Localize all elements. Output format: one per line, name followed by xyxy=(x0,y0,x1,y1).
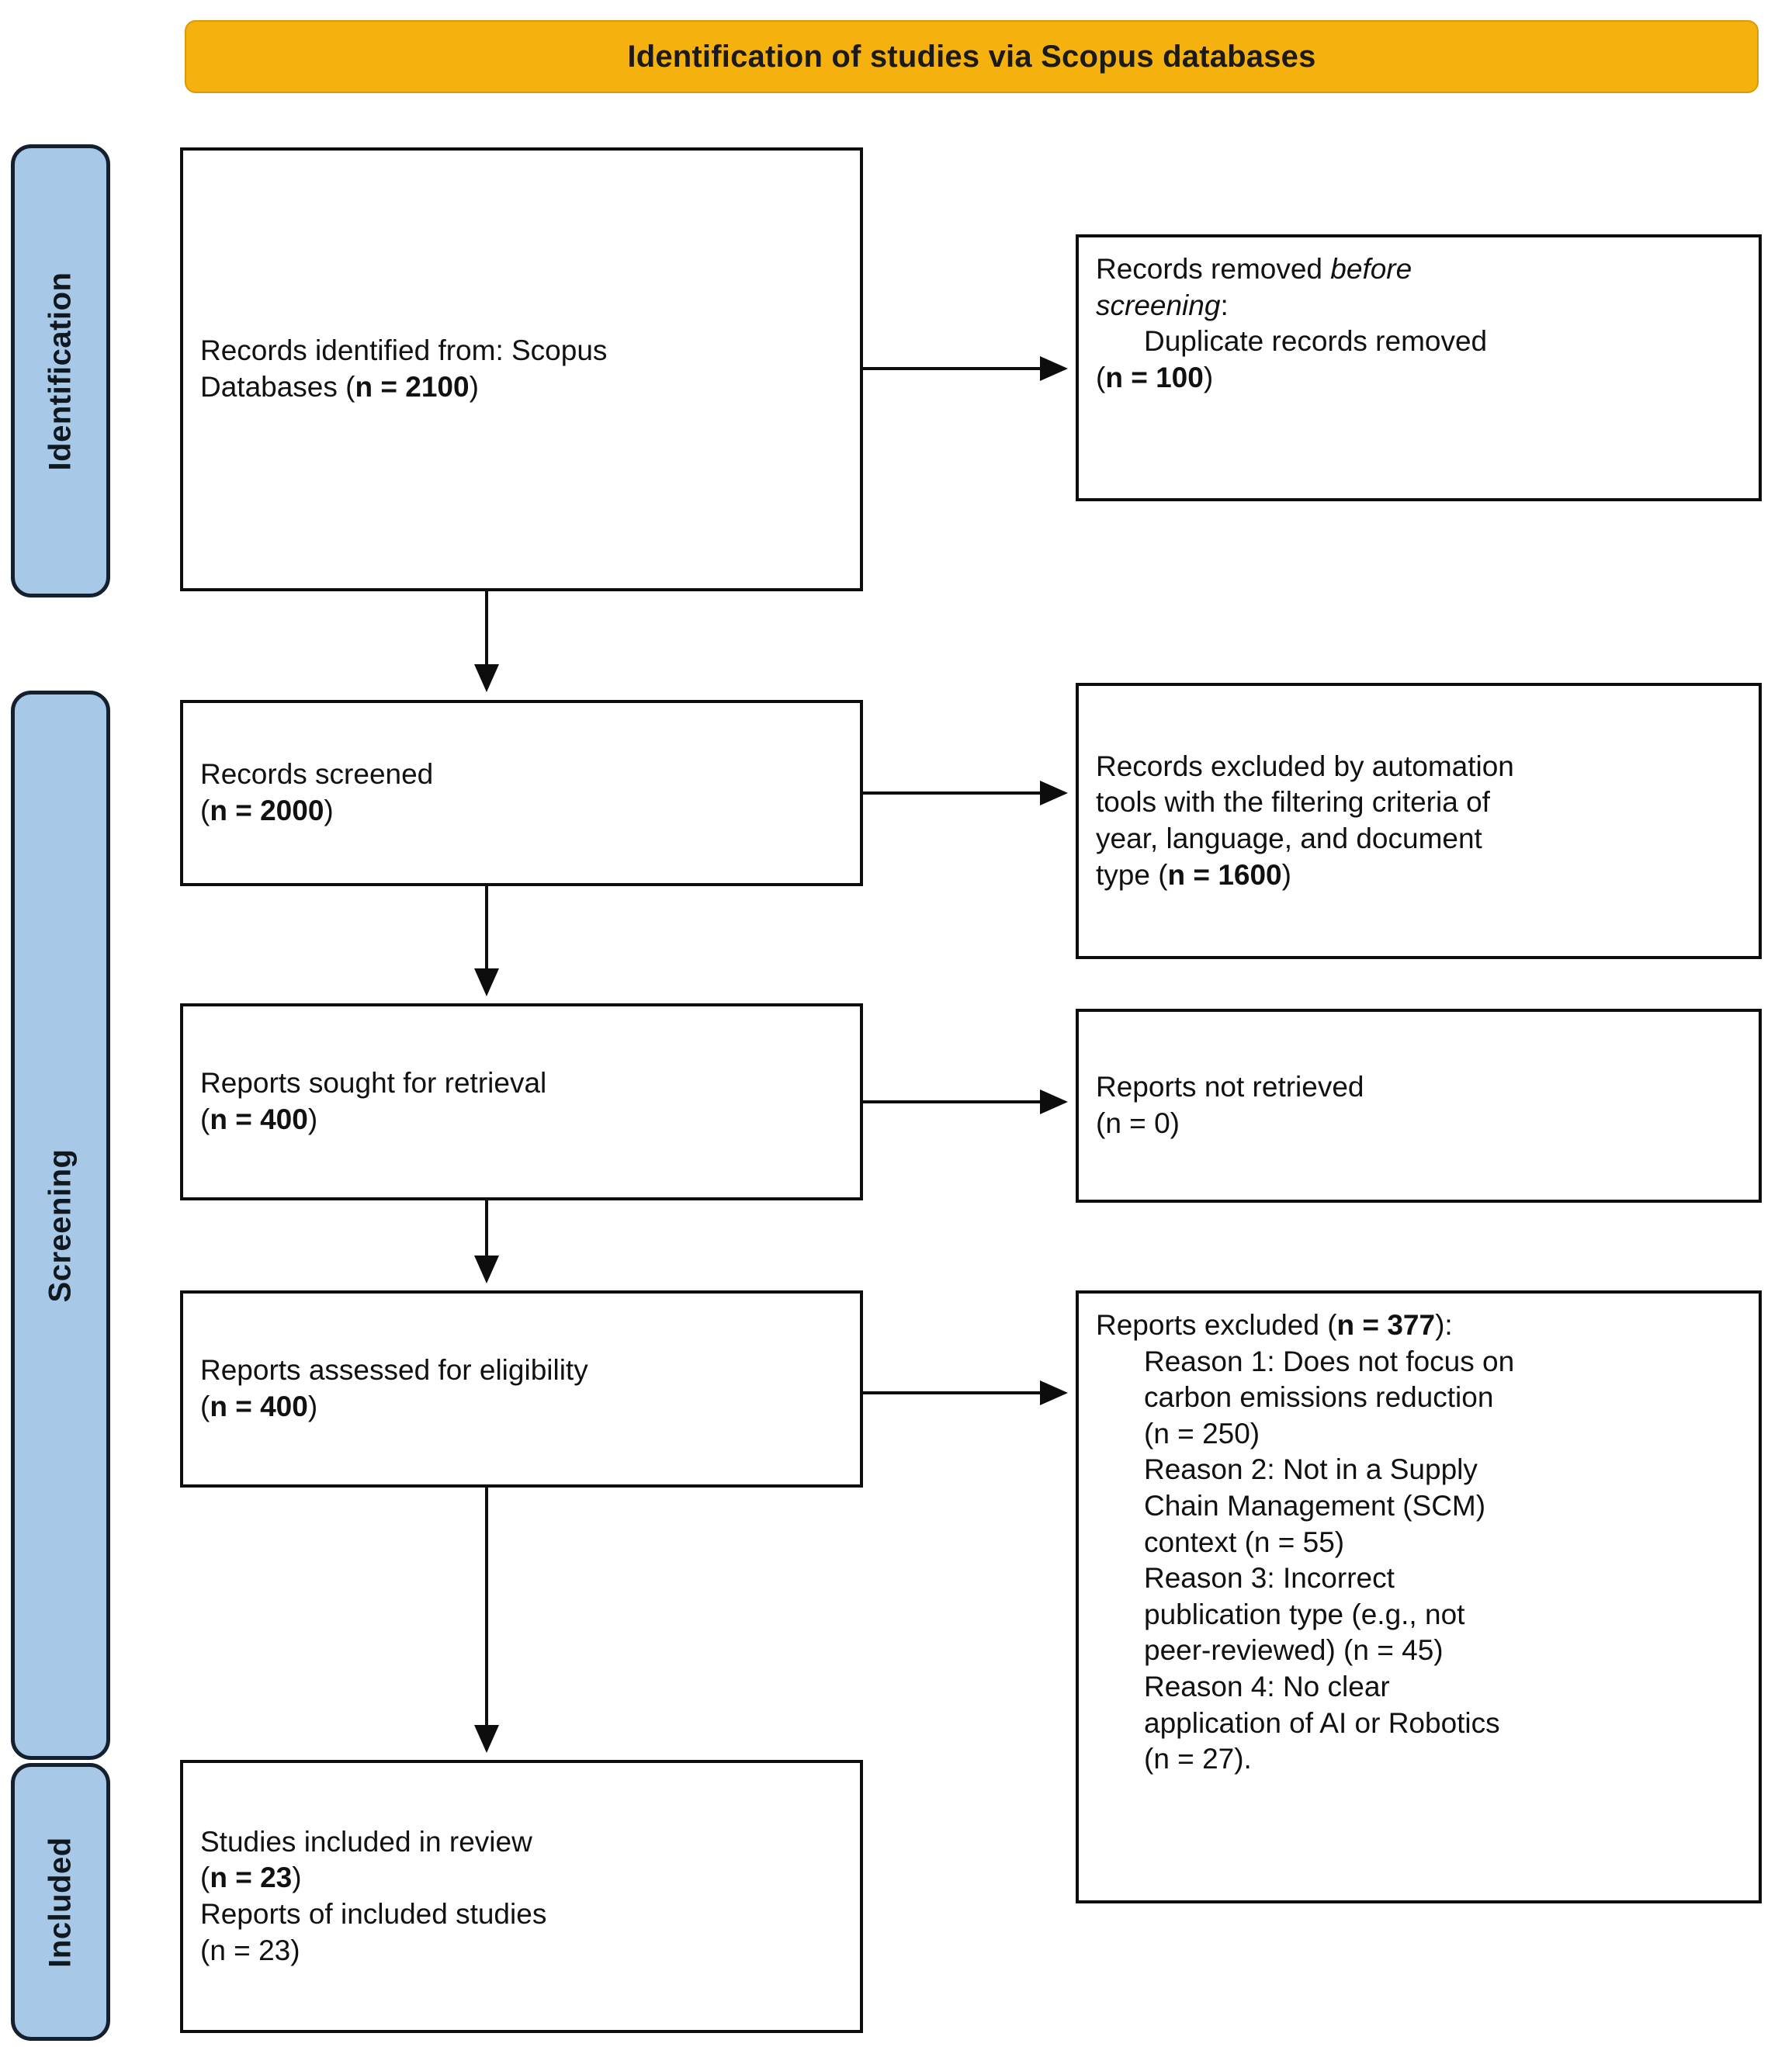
reports-assessed-count: n = 400 xyxy=(210,1391,308,1422)
studies-included-line-3: Reports of included studies xyxy=(200,1898,547,1930)
stage-bar-identification: Identification xyxy=(11,144,110,597)
reason-4-line-a: Reason 4: No clear xyxy=(1144,1671,1390,1703)
reason-4-line-c: (n = 27). xyxy=(1144,1743,1252,1775)
records-screened-paren-close: ) xyxy=(324,795,334,826)
reason-2-line-c: context (n = 55) xyxy=(1144,1526,1345,1558)
stage-label-included: Included xyxy=(43,1836,78,1968)
box-records-screened: Records screened (n = 2000) xyxy=(180,700,863,886)
reports-sought-line-2: (n = 400) xyxy=(200,1102,843,1138)
reports-sought-count: n = 400 xyxy=(210,1103,308,1135)
reason-4-line-b: application of AI or Robotics xyxy=(1144,1706,1500,1739)
reports-excluded-prefix: Reports excluded ( xyxy=(1096,1309,1337,1341)
studies-included-line-2: (n = 23) xyxy=(200,1860,843,1896)
stage-label-identification: Identification xyxy=(43,272,78,470)
reason-1-line-c: (n = 250) xyxy=(1144,1417,1260,1450)
reports-excluded-suffix: ): xyxy=(1435,1309,1453,1341)
auto-excluded-line-2: tools with the filtering criteria of xyxy=(1096,786,1490,819)
records-identified-prefix: Databases ( xyxy=(200,371,355,403)
stage-bar-screening: Screening xyxy=(11,691,110,1760)
reports-assessed-line-2: (n = 400) xyxy=(200,1389,843,1425)
reports-sought-paren-open: ( xyxy=(200,1103,210,1135)
reason-1-line-a: Reason 1: Does not focus on xyxy=(1144,1345,1515,1377)
records-identified-count: n = 2100 xyxy=(355,371,470,403)
reports-not-retrieved-line-2: (n = 0) xyxy=(1096,1107,1180,1139)
studies-included-line-1: Studies included in review xyxy=(200,1825,532,1858)
reason-3-line-b: publication type (e.g., not xyxy=(1144,1598,1465,1630)
reason-2-line-b: Chain Management (SCM) xyxy=(1144,1490,1486,1522)
auto-excluded-line-1: Records excluded by automation xyxy=(1096,750,1514,782)
box-reports-sought: Reports sought for retrieval (n = 400) xyxy=(180,1003,863,1200)
records-removed-count: n = 100 xyxy=(1105,361,1204,393)
studies-included-paren-close: ) xyxy=(292,1862,302,1894)
auto-excluded-line-4: type (n = 1600) xyxy=(1096,857,1742,894)
studies-included-count: n = 23 xyxy=(210,1862,293,1894)
stage-bar-included: Included xyxy=(11,1763,110,2041)
reason-2-line-a: Reason 2: Not in a Supply xyxy=(1144,1453,1478,1486)
box-reports-assessed: Reports assessed for eligibility (n = 40… xyxy=(180,1290,863,1488)
reports-sought-paren-close: ) xyxy=(307,1103,318,1135)
reason-1-line-b: carbon emissions reduction xyxy=(1144,1381,1494,1414)
reason-3-line-a: Reason 3: Incorrect xyxy=(1144,1562,1395,1595)
box-studies-included: Studies included in review (n = 23) Repo… xyxy=(180,1760,863,2033)
records-identified-line-1: Records identified from: Scopus xyxy=(200,334,608,367)
box-records-excluded-automation: Records excluded by automation tools wit… xyxy=(1076,683,1762,959)
records-identified-line-2: Databases (n = 2100) xyxy=(200,369,843,406)
records-removed-paren-open: ( xyxy=(1096,361,1106,393)
records-removed-paren-close: ) xyxy=(1203,361,1214,393)
reports-not-retrieved-line-1: Reports not retrieved xyxy=(1096,1071,1364,1103)
records-removed-italic-before: before xyxy=(1330,253,1412,285)
auto-excluded-line-3: year, language, and document xyxy=(1096,823,1482,854)
records-removed-line-2: screening: xyxy=(1096,288,1742,324)
records-removed-prefix: Records removed xyxy=(1096,253,1331,285)
reports-assessed-paren-open: ( xyxy=(200,1391,210,1422)
records-screened-count: n = 2000 xyxy=(210,795,324,826)
records-screened-line-2: (n = 2000) xyxy=(200,793,843,830)
records-removed-colon: : xyxy=(1220,289,1229,321)
auto-excluded-prefix: type ( xyxy=(1096,858,1168,891)
box-reports-excluded: Reports excluded (n = 377): Reason 1: Do… xyxy=(1076,1290,1762,1903)
records-removed-line-1: Records removed before xyxy=(1096,251,1742,288)
records-removed-line-4: (n = 100) xyxy=(1096,360,1742,397)
reports-excluded-count: n = 377 xyxy=(1336,1309,1436,1341)
box-records-identified: Records identified from: Scopus Database… xyxy=(180,147,863,591)
records-removed-line-3: Duplicate records removed xyxy=(1144,325,1488,358)
auto-excluded-count: n = 1600 xyxy=(1167,858,1282,891)
reports-sought-line-1: Reports sought for retrieval xyxy=(200,1067,547,1100)
records-removed-italic-screening: screening xyxy=(1096,289,1221,321)
box-records-removed: Records removed before screening: Duplic… xyxy=(1076,234,1762,501)
auto-excluded-paren-close: ) xyxy=(1281,858,1291,891)
header-banner: Identification of studies via Scopus dat… xyxy=(185,20,1759,93)
reports-excluded-line-1: Reports excluded (n = 377): xyxy=(1096,1308,1742,1344)
records-screened-line-1: Records screened xyxy=(200,758,434,791)
stage-label-screening: Screening xyxy=(43,1148,78,1302)
reason-3-line-c: peer-reviewed) (n = 45) xyxy=(1144,1634,1444,1667)
studies-included-line-4: (n = 23) xyxy=(200,1934,300,1966)
reports-assessed-paren-close: ) xyxy=(307,1391,318,1422)
records-identified-suffix: ) xyxy=(469,371,479,403)
studies-included-paren-open: ( xyxy=(200,1862,210,1894)
reports-assessed-line-1: Reports assessed for eligibility xyxy=(200,1354,588,1387)
page-title: Identification of studies via Scopus dat… xyxy=(627,39,1316,74)
box-reports-not-retrieved: Reports not retrieved (n = 0) xyxy=(1076,1009,1762,1203)
records-screened-paren-open: ( xyxy=(200,795,210,826)
